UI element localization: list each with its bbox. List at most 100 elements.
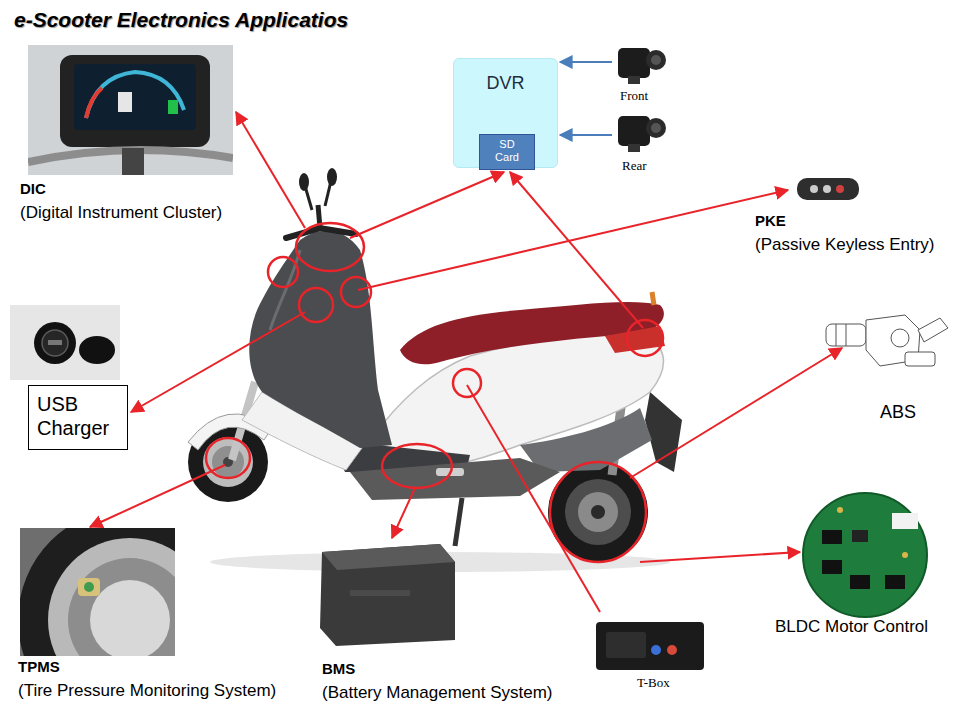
scooter-illustration	[286, 228, 356, 238]
diagram-title: e-Scooter Electronics Applicatios	[14, 8, 348, 32]
camera-label: Front	[620, 88, 648, 104]
part-description: (Passive Keyless Entry)	[755, 235, 935, 255]
highlight-circle	[341, 277, 371, 307]
tbox-photo	[651, 645, 661, 655]
key-fob	[810, 185, 818, 193]
dvr-box: DVR SD Card	[453, 58, 558, 168]
highlight-circle	[206, 438, 250, 478]
key-fob	[823, 185, 831, 193]
camera-picture	[618, 48, 650, 78]
leader-arrow	[630, 348, 842, 478]
camera-picture	[646, 50, 666, 70]
scooter-illustration	[327, 168, 337, 186]
highlight-circle	[206, 223, 663, 562]
part-name: T-Box	[637, 675, 670, 691]
leader-arrow	[131, 312, 305, 412]
dic-photo	[122, 148, 144, 175]
part-description: (Battery Management System)	[322, 683, 553, 703]
bldc-board	[837, 507, 843, 513]
usb-photo	[79, 336, 115, 364]
bldc-board	[892, 513, 918, 529]
dic-photo	[28, 45, 233, 175]
abs-drawing	[891, 329, 909, 347]
scooter-illustration	[652, 292, 654, 305]
part-name: TPMS	[18, 658, 60, 676]
camera-picture	[646, 118, 666, 138]
node-text: DVR	[460, 73, 551, 95]
leader-arrow	[236, 112, 305, 228]
scooter-illustration	[212, 446, 244, 478]
dic-photo	[168, 100, 178, 114]
part-description: (Tire Pressure Monitoring System)	[18, 681, 276, 701]
camera-picture	[651, 55, 661, 65]
camera-arrow	[560, 62, 612, 135]
usb-photo	[42, 330, 68, 356]
highlight-circle	[299, 288, 333, 322]
dic-photo	[60, 55, 210, 147]
tpms-photo	[68, 558, 175, 656]
scooter-illustration	[645, 392, 682, 472]
node-text: SD Card	[490, 138, 524, 164]
scooter-illustration	[605, 326, 665, 353]
part-description: (Digital Instrument Cluster)	[20, 203, 222, 223]
abs-drawing	[826, 315, 948, 366]
tpms-photo	[20, 528, 175, 656]
tpms-photo	[48, 538, 175, 656]
abs-drawing	[918, 318, 948, 342]
usb-photo	[48, 340, 62, 345]
highlight-circle	[296, 223, 364, 271]
scooter-illustration	[203, 437, 253, 487]
part-name: PKE	[755, 212, 786, 230]
part-name: DIC	[20, 180, 46, 198]
sd-card-box: SD Card	[479, 134, 535, 170]
bms-photo	[320, 544, 455, 646]
scooter-illustration	[188, 168, 682, 572]
bldc-board	[803, 493, 927, 617]
bms-photo	[350, 590, 410, 596]
abs-drawing	[826, 324, 866, 346]
camera-arrow	[560, 134, 612, 136]
dic-photo	[28, 45, 233, 175]
scooter-illustration	[299, 173, 309, 191]
highlight-circle	[627, 320, 663, 356]
leader-arrow	[90, 465, 225, 527]
scooter-illustration	[565, 479, 631, 545]
dic-photo	[74, 64, 196, 130]
camera-picture	[618, 116, 650, 146]
usb-photo	[34, 322, 76, 364]
scooter-illustration	[249, 231, 392, 448]
dic-photo	[118, 92, 132, 112]
key-fob	[797, 178, 859, 200]
tbox-photo	[596, 622, 704, 670]
camera-arrow	[560, 61, 612, 63]
bldc-board	[822, 560, 842, 574]
camera-picture	[628, 144, 640, 152]
bldc-board	[852, 530, 868, 542]
scooter-illustration	[455, 498, 462, 546]
tbox-photo	[667, 645, 677, 655]
key-fob	[836, 185, 844, 193]
highlight-circle	[453, 369, 481, 397]
bldc-board	[822, 530, 842, 544]
scooter-illustration	[591, 505, 605, 519]
part-name: BMS	[322, 660, 355, 678]
bldc-board	[885, 575, 905, 589]
key-fob	[797, 178, 859, 200]
charger-box: USB Charger	[28, 385, 128, 450]
abs-drawing	[846, 324, 847, 346]
tpms-photo	[90, 580, 170, 656]
leader-arrow	[90, 112, 842, 612]
part-name: BLDC Motor Control	[775, 617, 928, 637]
leader-arrow	[640, 552, 800, 562]
bms-photo	[320, 544, 455, 646]
tpms-photo	[84, 582, 94, 592]
part-name: ABS	[880, 402, 916, 424]
bldc-board	[803, 493, 927, 617]
leader-arrow	[358, 190, 788, 290]
camera-label: Rear	[622, 158, 647, 174]
bms-photo	[322, 544, 455, 570]
bldc-board	[902, 552, 908, 558]
dic-photo	[86, 88, 102, 118]
highlight-circle	[382, 444, 452, 488]
